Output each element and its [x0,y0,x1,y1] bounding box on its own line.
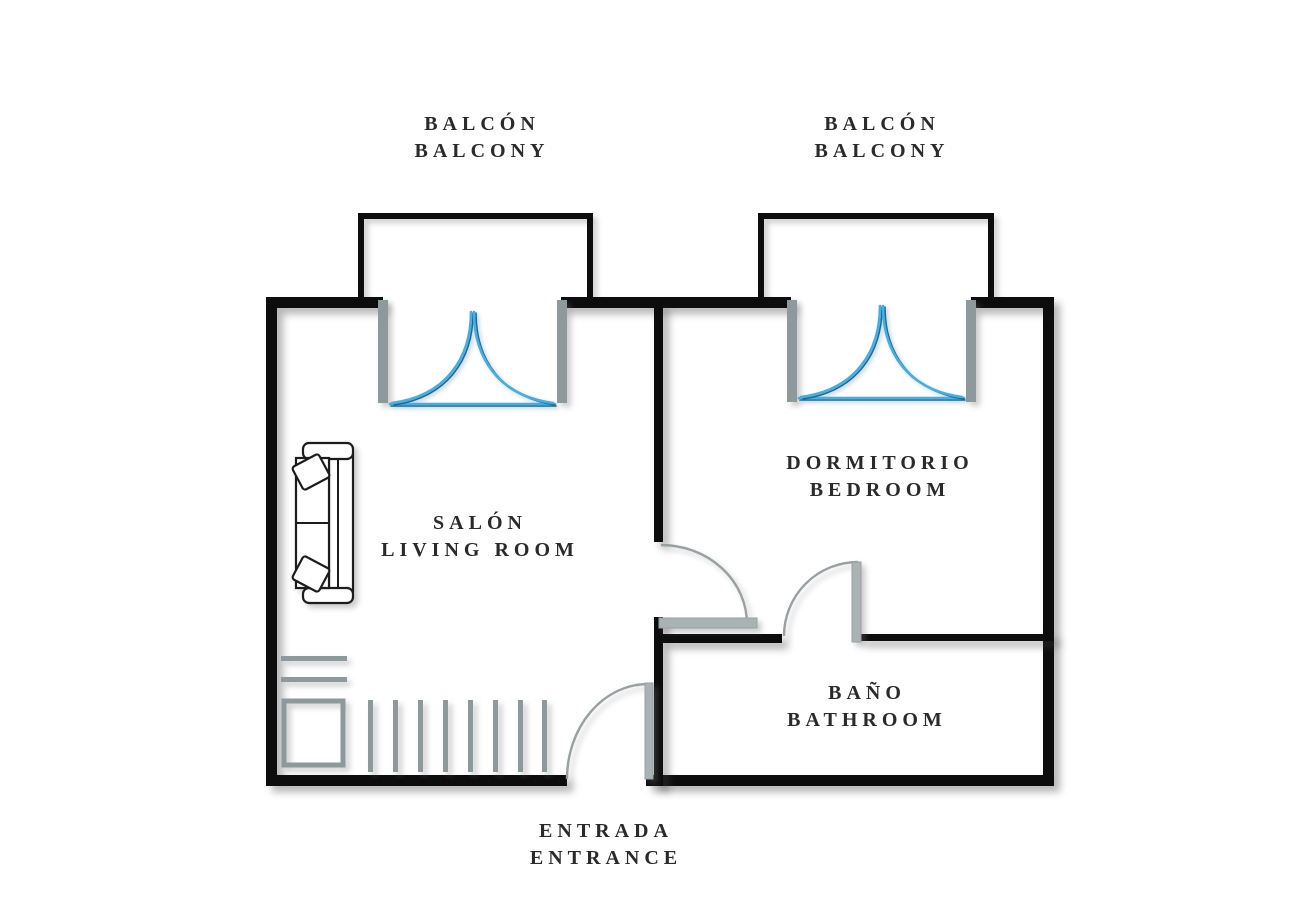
label-balcony-right: BALCÓN BALCONY [814,111,949,165]
label-bathroom-en: BATHROOM [787,709,947,731]
label-living-room-en: LIVING ROOM [381,539,579,561]
balcony-door-jambs [378,300,976,403]
label-balcony-left-en: BALCONY [414,140,550,162]
label-bathroom-es: BAÑO [828,682,906,704]
balcony-left-outline [358,213,593,299]
label-bedroom-es: DORMITORIO [786,452,974,474]
bathroom-door-icon [782,560,862,643]
label-bedroom: DORMITORIO BEDROOM [786,450,973,504]
french-door-bedroom-icon [797,304,966,401]
label-entrance-es: ENTRADA [539,820,673,842]
label-living-room-es: SALÓN [433,512,527,534]
interior-walls [654,303,1054,786]
radiator-icon [281,656,547,772]
french-door-living-icon [388,310,557,407]
label-balcony-right-es: BALCÓN [824,113,940,135]
label-entrance: ENTRADA ENTRANCE [530,818,682,872]
hall-door-icon [658,543,758,629]
label-bedroom-en: BEDROOM [809,479,951,501]
entrance-door-icon [565,682,654,780]
sofa-icon [291,441,355,605]
label-entrance-en: ENTRANCE [529,847,683,869]
label-balcony-right-en: BALCONY [814,140,950,162]
label-living-room: SALÓN LIVING ROOM [381,510,579,564]
label-bathroom: BAÑO BATHROOM [787,680,947,734]
label-balcony-left: BALCÓN BALCONY [414,111,549,165]
label-balcony-left-es: BALCÓN [424,113,540,135]
exterior-walls [266,297,1054,786]
balcony-right-outline [758,213,994,299]
